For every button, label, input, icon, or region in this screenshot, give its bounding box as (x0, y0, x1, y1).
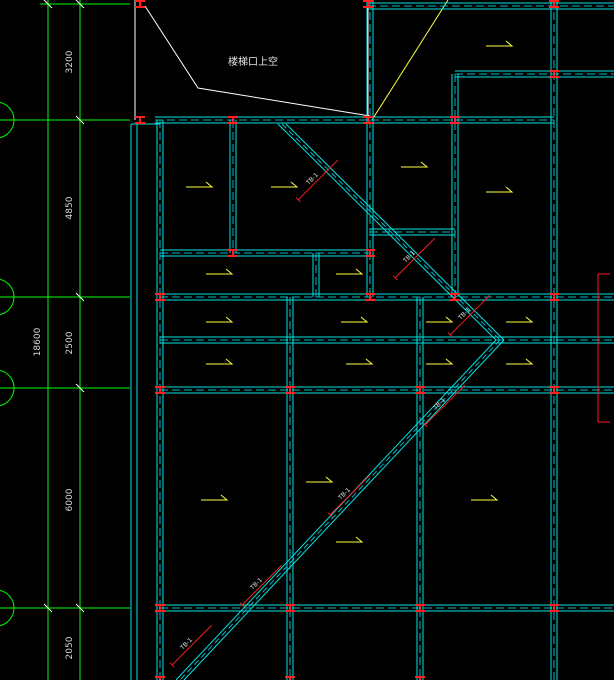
slab-arrow-5 (206, 268, 234, 275)
slab-arrow-1 (186, 181, 214, 188)
right-section-bracket (597, 273, 610, 423)
section-marker-line-1 (394, 237, 436, 279)
tick-4 (75, 383, 85, 393)
stair-edge-upper-a (277, 123, 497, 341)
dim-seg-4: 6000 (65, 488, 75, 511)
stair-edge-upper-b (285, 123, 505, 341)
section-marker-end-0 (295, 197, 301, 203)
stair-edge-lower-b (183, 339, 505, 680)
section-marker-end-1 (392, 275, 398, 281)
section-marker-line-5 (241, 564, 283, 606)
stair-diagonal-yellow (371, 0, 449, 121)
stair-opening-outline (134, 0, 371, 120)
slab-arrow-17 (471, 494, 499, 501)
dim-total: 18600 (33, 327, 43, 356)
slab-arrow-4 (486, 186, 514, 193)
stair-dash-lower (179, 339, 501, 680)
section-marker-end-2 (447, 332, 453, 338)
slab-arrow-11 (206, 358, 234, 365)
slab-arrow-8 (341, 316, 369, 323)
column-markers (135, 0, 559, 680)
slab-arrow-13 (426, 358, 454, 365)
slab-arrow-15 (201, 494, 229, 501)
bracket-line (597, 273, 610, 423)
section-marker-line-2 (449, 294, 491, 336)
slab-arrow-2 (271, 181, 299, 188)
dim-seg-1: 3200 (65, 50, 75, 73)
stair-edge-lower-a (175, 339, 497, 680)
section-marker-line-0 (297, 159, 339, 201)
slab-arrow-16 (306, 476, 334, 483)
tick-1 (75, 0, 85, 9)
opening-slash (144, 5, 371, 117)
dim-seg-2: 4850 (65, 196, 75, 219)
axis-bubble-c (0, 369, 15, 407)
axis-bubble-a (0, 101, 15, 139)
tick-6 (43, 603, 53, 613)
dim-seg-3: 2500 (65, 331, 75, 354)
beam-lines (155, 0, 614, 680)
slab-arrow-6 (336, 268, 364, 275)
stair-runs (175, 123, 505, 680)
dim-seg-5: 2050 (65, 636, 75, 659)
tick-0 (43, 0, 53, 9)
dimension-chain (0, 0, 130, 680)
slab-arrow-7 (206, 316, 234, 323)
section-marker-end-5 (239, 602, 245, 608)
tick-2 (75, 115, 85, 125)
slab-arrow-3 (401, 161, 429, 168)
section-marker-line-4 (329, 474, 371, 516)
section-marker-end-3 (422, 422, 428, 428)
section-marker-end-4 (327, 512, 333, 518)
slab-arrow-10 (506, 316, 534, 323)
section-marker-line-3 (424, 384, 466, 426)
stair-dash-upper (281, 123, 501, 341)
slab-arrow-18 (336, 536, 364, 543)
axis-bubble-b (0, 278, 15, 316)
room-label: 楼梯口上空 (228, 55, 278, 68)
slab-arrow-0 (486, 40, 514, 47)
tick-5 (75, 603, 85, 613)
axis-bubble-d (0, 589, 15, 627)
slab-arrow-9 (426, 316, 454, 323)
section-marker-line-6 (171, 624, 213, 666)
section-marker-end-6 (169, 662, 175, 668)
slab-arrow-12 (346, 358, 374, 365)
slab-arrow-14 (506, 358, 534, 365)
slab-span-arrows (186, 40, 534, 543)
tick-3 (75, 292, 85, 302)
